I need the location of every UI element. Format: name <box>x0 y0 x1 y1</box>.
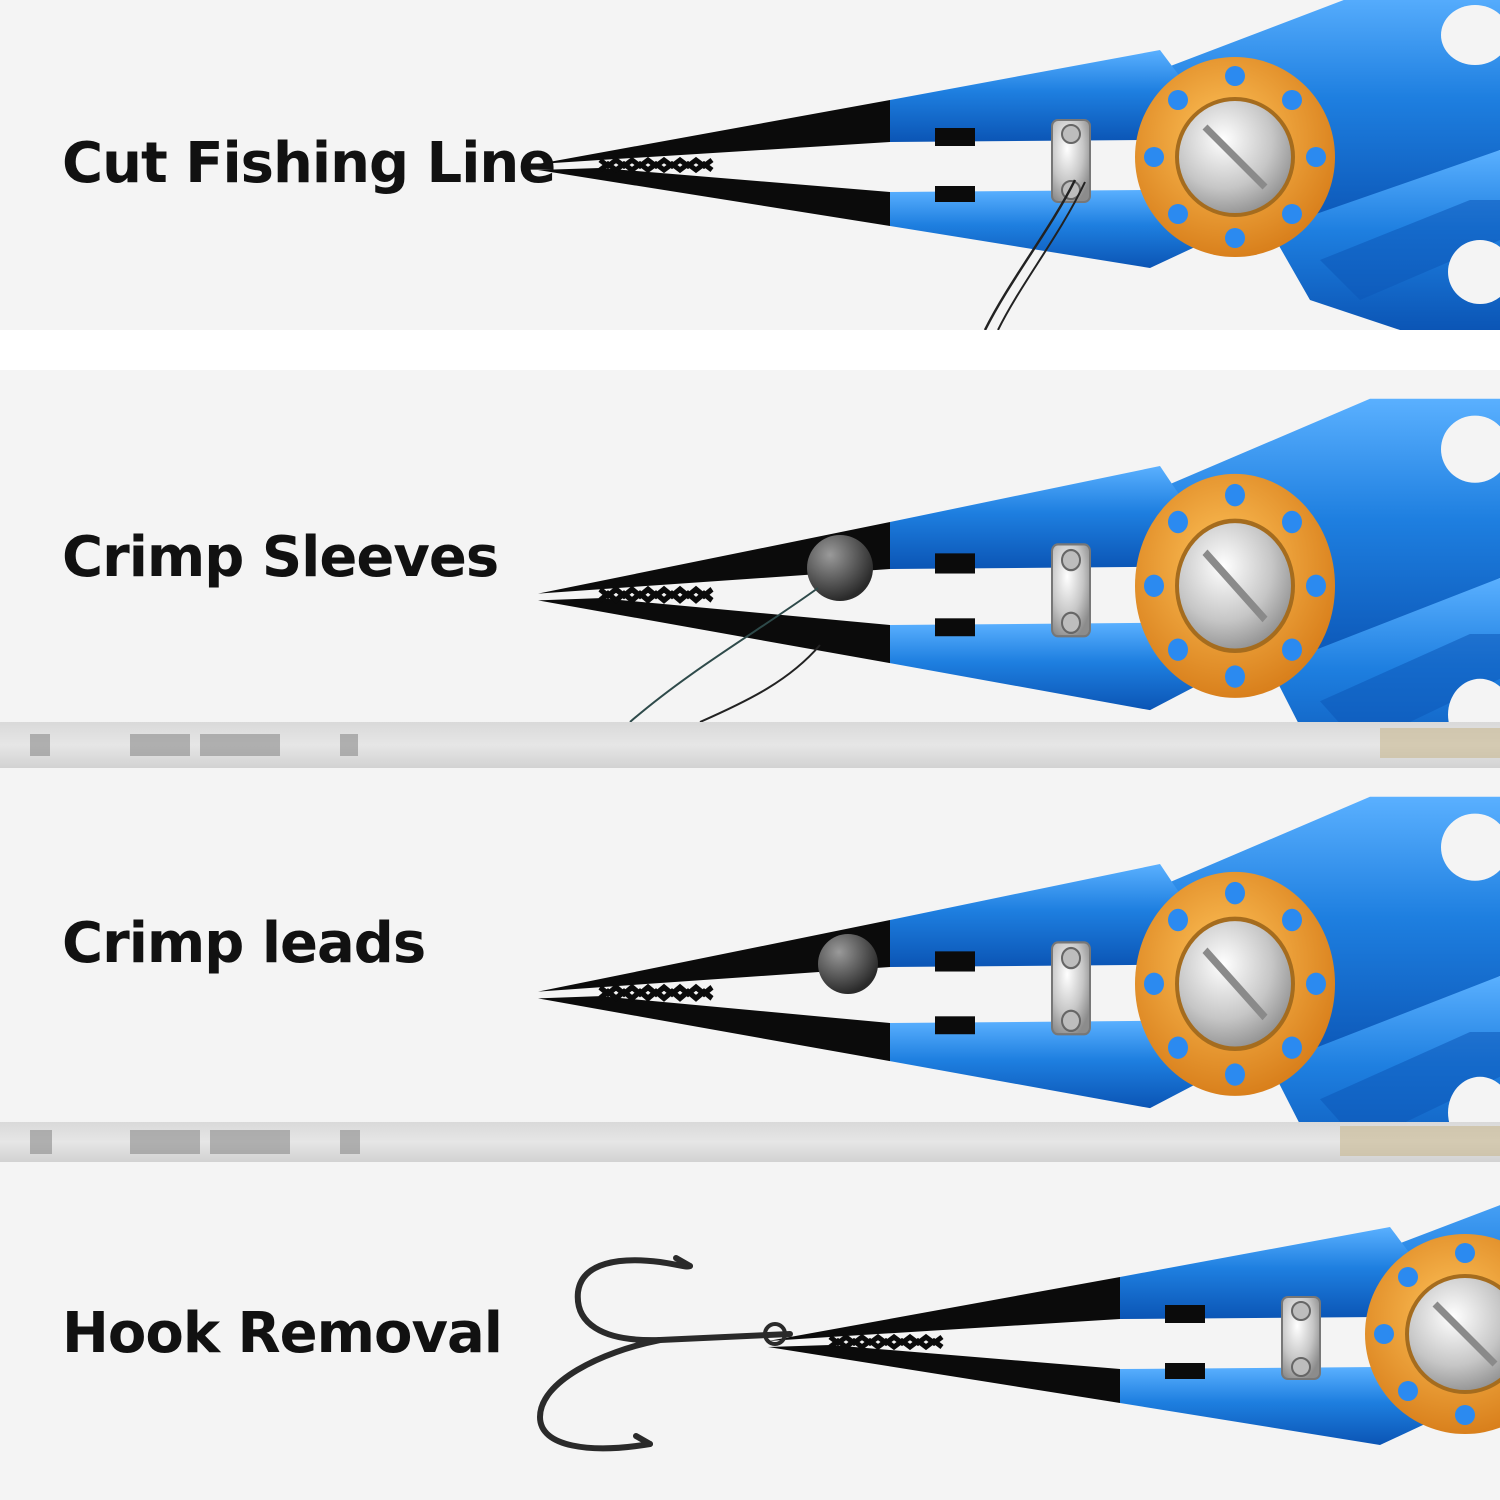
blurred-strip <box>0 722 1500 768</box>
leader-line <box>629 587 819 722</box>
pliers-image <box>0 0 1500 330</box>
pliers-image <box>536 1162 1500 1500</box>
lead-weight <box>818 934 878 994</box>
leader-line-2 <box>699 644 821 722</box>
panel-label: Cut Fishing Line <box>62 131 556 196</box>
fishing-line-2 <box>997 181 1086 330</box>
panel-label: Hook Removal <box>62 1301 503 1366</box>
fishing-line <box>983 179 1077 330</box>
divider-strip <box>0 330 1500 370</box>
blurred-strip <box>0 1122 1500 1162</box>
hook-icon <box>536 1255 793 1452</box>
panel-cut-fishing-line: Cut Fishing Line <box>0 0 1500 330</box>
panel-hook-removal: Hook Removal <box>0 1162 1500 1500</box>
crimp-sleeve <box>807 535 873 601</box>
panel-crimp-leads: Crimp leads <box>0 768 1500 1122</box>
panel-label: Crimp Sleeves <box>62 525 499 590</box>
panel-crimp-sleeves: Crimp Sleeves <box>0 370 1500 722</box>
panel-label: Crimp leads <box>62 911 426 976</box>
pliers-image <box>0 768 1500 1122</box>
pliers-image <box>0 370 1500 722</box>
